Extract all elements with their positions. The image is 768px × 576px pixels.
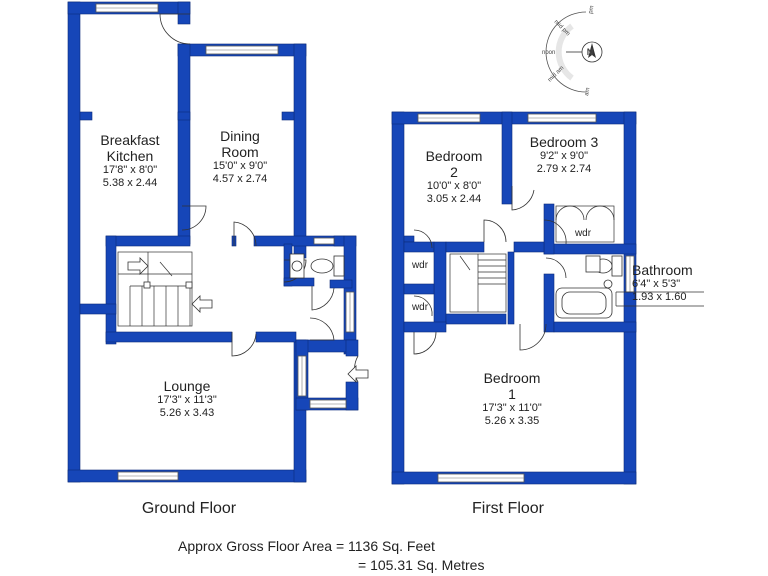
room-name: Bedroom 3 bbox=[529, 134, 599, 150]
compass-label-mid-am: mid am bbox=[547, 65, 565, 83]
room-dim-imperial: 15'0" x 9'0" bbox=[212, 160, 268, 173]
bathroom-leader bbox=[615, 291, 704, 307]
room-bedroom-1: Bedroom 1 17'3" x 11'0" 5.26 x 3.35 bbox=[460, 370, 564, 427]
room-name: Dining bbox=[220, 128, 260, 144]
room-name: Room bbox=[221, 144, 259, 161]
ground-floor-wc bbox=[289, 253, 345, 279]
room-dim-metric: 5.38 x 2.44 bbox=[102, 176, 158, 189]
room-dim-imperial: 9'2" x 9'0" bbox=[539, 150, 589, 163]
area-line-1: Approx Gross Floor Area = 1136 Sq. Feet bbox=[178, 538, 435, 554]
room-dim-metric: 2.79 x 2.74 bbox=[536, 162, 592, 175]
first-floor-windows bbox=[417, 113, 635, 483]
room-dim-imperial: 17'3" x 11'0" bbox=[482, 402, 542, 415]
compass-label-pm: pm bbox=[588, 5, 595, 14]
room-dim-metric: 4.57 x 2.74 bbox=[212, 172, 268, 185]
room-dim-imperial: 6'4" x 5'3" bbox=[632, 278, 681, 291]
ground-floor-title: Ground Floor bbox=[141, 500, 237, 517]
wardrobe-label: wdr bbox=[411, 302, 429, 313]
room-name: Bathroom bbox=[632, 262, 693, 278]
entrance-arrow-icon bbox=[347, 365, 369, 383]
room-breakfast-kitchen: Breakfast Kitchen 17'8" x 8'0" 5.38 x 2.… bbox=[82, 132, 178, 189]
room-bedroom-3: Bedroom 3 9'2" x 9'0" 2.79 x 2.74 bbox=[516, 134, 612, 175]
first-floor-stairs bbox=[449, 253, 507, 313]
compass-label-am: am bbox=[584, 87, 591, 96]
compass-label-noon: noon bbox=[542, 50, 555, 56]
ground-floor-windows bbox=[95, 3, 355, 481]
room-dim-metric: 5.26 x 3.35 bbox=[484, 414, 540, 427]
room-dim-metric: 5.26 x 3.43 bbox=[159, 406, 215, 419]
wardrobe-label: wdr bbox=[574, 228, 592, 239]
room-lounge: Lounge 17'3" x 11'3" 5.26 x 3.43 bbox=[120, 378, 254, 419]
compass-north-label: N bbox=[587, 47, 594, 57]
room-name: Bedroom bbox=[425, 148, 483, 164]
room-name: Bedroom bbox=[483, 370, 541, 386]
room-name: 1 bbox=[508, 386, 516, 403]
room-name: Lounge bbox=[163, 378, 211, 394]
bedroom-3-wardrobe bbox=[555, 205, 615, 243]
compass: N mid pm pm noon mid am am bbox=[542, 5, 603, 96]
room-dim-imperial: 10'0" x 8'0" bbox=[426, 180, 482, 193]
room-dim-metric: 3.05 x 2.44 bbox=[426, 192, 482, 205]
ground-floor-stairs bbox=[117, 251, 213, 327]
first-floor-title: First Floor bbox=[472, 500, 544, 517]
room-name: 2 bbox=[450, 164, 458, 181]
room-dining-room: Dining Room 15'0" x 9'0" 4.57 x 2.74 bbox=[192, 128, 288, 185]
room-name: Kitchen bbox=[106, 148, 154, 165]
room-dim-imperial: 17'3" x 11'3" bbox=[157, 394, 217, 407]
room-bathroom: Bathroom 6'4" x 5'3" 1.93 x 1.60 bbox=[632, 262, 706, 303]
room-name: Breakfast bbox=[100, 132, 160, 148]
wardrobe-label: wdr bbox=[411, 260, 429, 271]
room-dim-metric: 1.93 x 1.60 bbox=[632, 290, 687, 303]
first-floor-doors bbox=[413, 186, 567, 355]
area-line-2: = 105.31 Sq. Metres bbox=[358, 557, 485, 573]
room-bedroom-2: Bedroom 2 10'0" x 8'0" 3.05 x 2.44 bbox=[408, 148, 500, 205]
room-dim-imperial: 17'8" x 8'0" bbox=[102, 164, 158, 177]
bathroom-fixtures bbox=[555, 255, 623, 319]
